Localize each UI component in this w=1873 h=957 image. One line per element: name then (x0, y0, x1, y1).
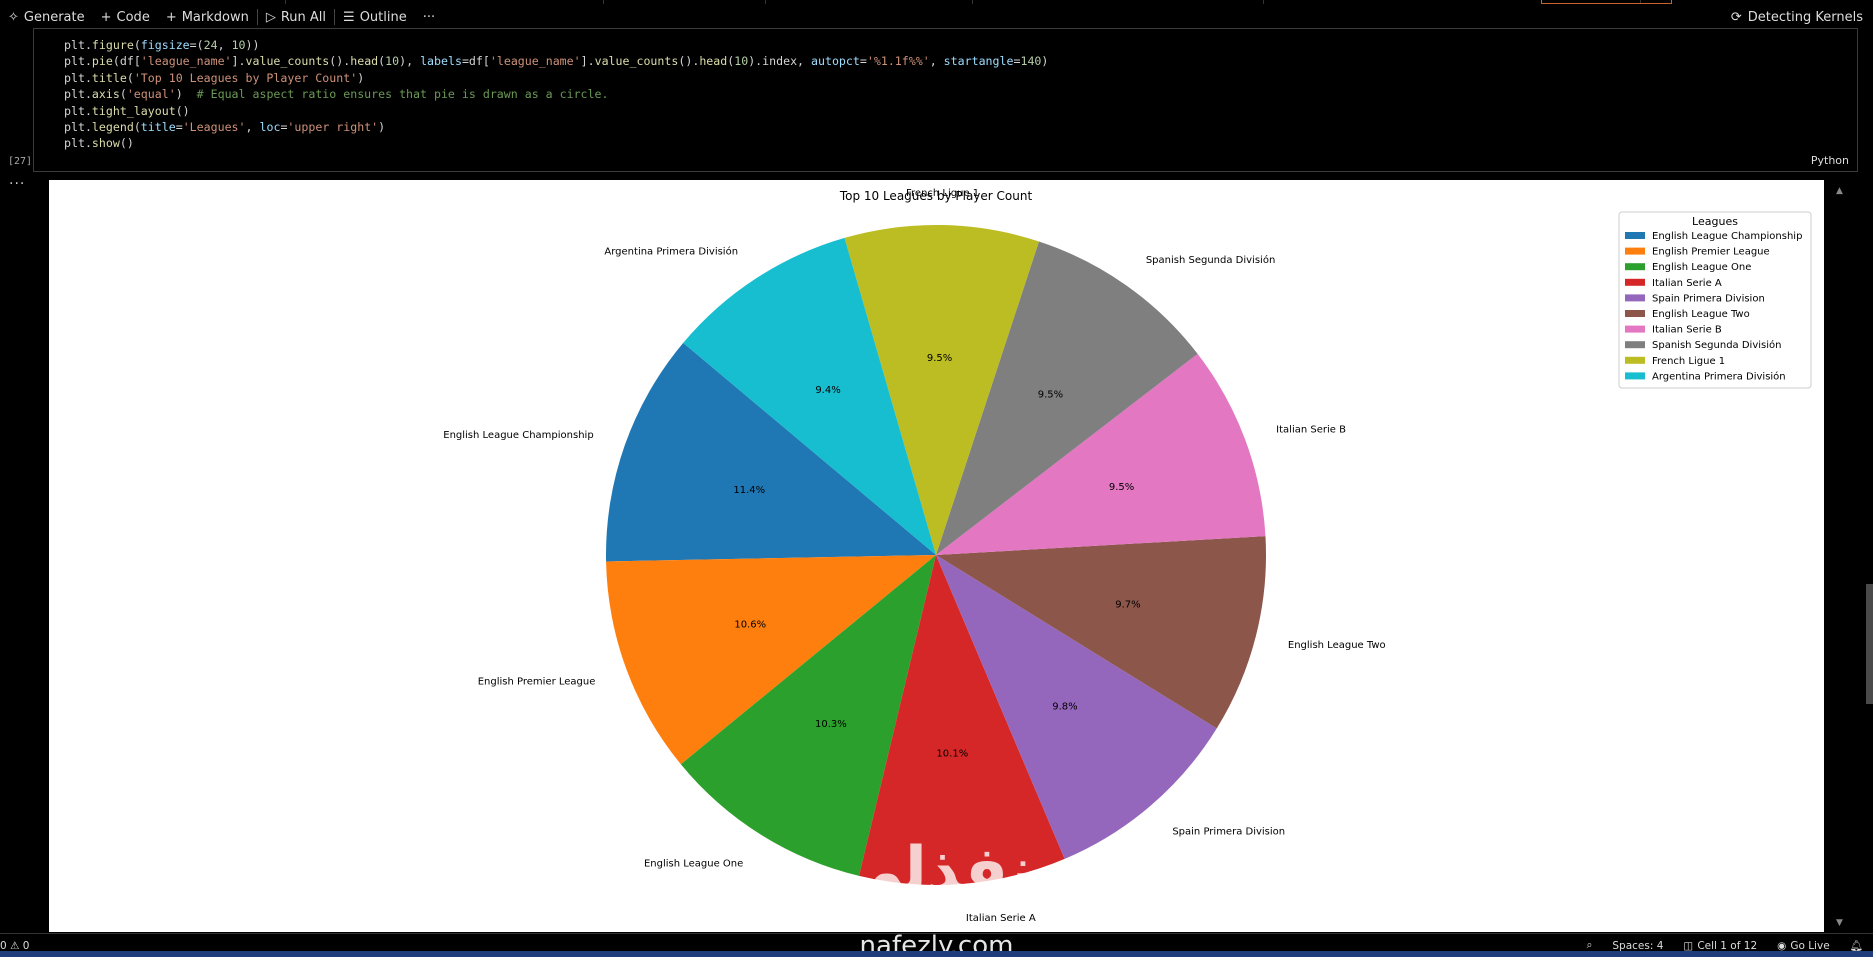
slice-category-label: Italian Serie B (1276, 424, 1346, 435)
bottom-accent-bar (0, 951, 1873, 957)
pie-slice (936, 555, 1217, 859)
code-cell[interactable]: plt.figure(figsize=(24, 10)) plt.pie(df[… (33, 28, 1858, 172)
pie-slice (936, 241, 1198, 555)
watermark-arabic: نفذلي (838, 834, 1034, 908)
outline-button[interactable]: ☰ Outline (343, 9, 407, 25)
legend-swatch (1625, 263, 1645, 271)
legend-entry: Argentina Primera División (1652, 370, 1786, 382)
indentation-setting[interactable]: Spaces: 4 (1612, 939, 1664, 952)
slice-percent-label: 10.6% (734, 620, 766, 631)
pie-slice (606, 555, 936, 765)
chart-legend: Leagues English League ChampionshipEngli… (1618, 211, 1812, 389)
slice-percent-label: 9.5% (1109, 482, 1134, 493)
chart-title: Top 10 Leagues by Player Count (839, 189, 1033, 203)
pie-slice (936, 536, 1266, 729)
scroll-down-arrow[interactable]: ▼ (1836, 918, 1843, 928)
plus-icon: + (165, 9, 177, 25)
execution-count: [27] (8, 156, 33, 167)
slice-category-label: Argentina Primera División (604, 246, 738, 258)
slice-percent-label: 10.1% (936, 748, 968, 759)
go-live-button[interactable]: ◉ Go Live (1777, 939, 1830, 952)
slice-category-label: English League One (644, 859, 743, 870)
slice-percent-label: 11.4% (733, 485, 765, 496)
pie-slice (680, 555, 936, 876)
legend-entry: English League Two (1652, 309, 1750, 320)
legend-swatch (1625, 278, 1645, 286)
add-markdown-cell-button[interactable]: + Markdown (165, 9, 249, 25)
sparkle-icon: ✧ (8, 9, 19, 25)
legend-swatch (1625, 294, 1645, 302)
pie-slice (606, 342, 936, 562)
legend-entry: English League Championship (1652, 231, 1802, 242)
slice-category-label: Italian Serie A (966, 913, 1036, 924)
kernel-picker[interactable]: ⟳ Detecting Kernels (1730, 9, 1863, 25)
add-code-cell-button[interactable]: + Code (100, 9, 150, 25)
pie-slice (683, 237, 936, 555)
cell-output: Top 10 Leagues by Player Count 11.4% 10.6… (49, 180, 1824, 932)
scroll-up-arrow[interactable]: ▲ (1836, 186, 1843, 196)
legend-swatch (1625, 232, 1645, 239)
slice-category-label: French Ligue 1 (906, 188, 979, 199)
slice-percent-label: 9.5% (1038, 389, 1063, 400)
slice-percent-label: 9.7% (1115, 600, 1140, 611)
legend-swatch (1625, 372, 1645, 380)
pie-slice (859, 555, 1065, 886)
legend-entry: English Premier League (1652, 247, 1770, 258)
more-actions-button[interactable]: ··· (422, 9, 436, 25)
legend-swatch (1625, 325, 1645, 333)
legend-swatch (1625, 356, 1645, 364)
pie-slice (844, 225, 1039, 555)
list-icon: ☰ (343, 9, 355, 25)
legend-entry: Spanish Segunda División (1652, 339, 1781, 351)
broadcast-icon: ◉ (1777, 939, 1787, 952)
problems-indicator[interactable]: 0 ⚠ 0 (0, 939, 30, 952)
legend-swatch (1625, 247, 1645, 255)
slice-percent-label: 10.3% (815, 719, 847, 730)
bell-icon[interactable]: 🔔︎ (1849, 940, 1863, 952)
slice-category-label: Spain Primera Division (1172, 827, 1285, 838)
legend-entry: Italian Serie A (1652, 278, 1722, 289)
slice-percent-label: 9.4% (815, 385, 840, 396)
legend-entry: French Ligue 1 (1652, 356, 1725, 367)
play-icon: ▷ (265, 9, 276, 25)
output-menu-button[interactable]: ··· (9, 176, 26, 192)
slice-category-label: Spanish Segunda División (1146, 254, 1275, 266)
slice-category-label: English League Championship (443, 430, 593, 441)
cell-position[interactable]: ◫ Cell 1 of 12 (1683, 939, 1758, 952)
language-indicator[interactable]: Python (1810, 154, 1849, 167)
active-tab-indicator (1541, 0, 1672, 4)
legend-entry: Italian Serie B (1652, 325, 1722, 336)
slice-category-label: English Premier League (478, 677, 596, 688)
legend-entry: Spain Primera Division (1652, 293, 1765, 304)
legend-entry: English League One (1652, 262, 1751, 273)
plus-icon: + (100, 9, 112, 25)
editor-scrollbar-thumb[interactable] (1866, 584, 1873, 704)
zoom-icon[interactable]: ⌕ (1586, 939, 1593, 951)
slice-percent-label: 9.5% (927, 353, 952, 364)
refresh-icon: ⟳ (1730, 9, 1742, 25)
generate-button[interactable]: ✧ Generate (8, 9, 85, 25)
pie-slice (936, 353, 1266, 555)
code-editor[interactable]: plt.figure(figsize=(24, 10)) plt.pie(df[… (64, 38, 1049, 151)
slice-percent-label: 9.8% (1052, 701, 1077, 712)
notebook-icon: ◫ (1683, 939, 1694, 952)
legend-swatch (1625, 341, 1645, 349)
run-all-button[interactable]: ▷ Run All (265, 9, 327, 25)
legend-swatch (1625, 310, 1645, 317)
slice-category-label: English League Two (1288, 640, 1386, 651)
legend-title: Leagues (1692, 215, 1738, 228)
pie-chart: Top 10 Leagues by Player Count 11.4% 10.6… (443, 188, 1812, 924)
